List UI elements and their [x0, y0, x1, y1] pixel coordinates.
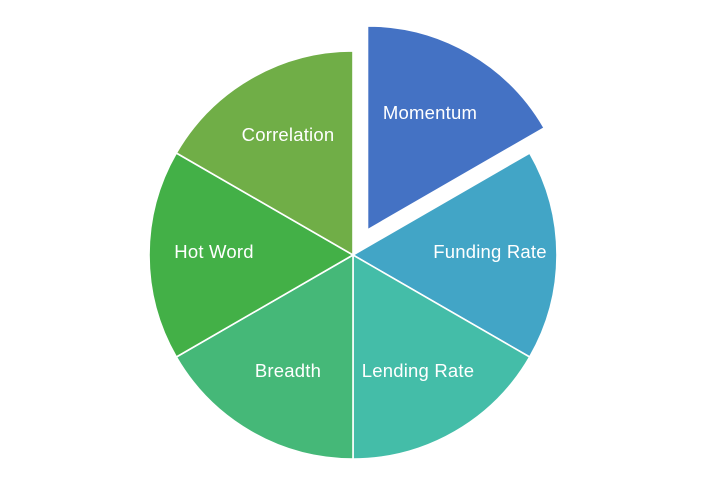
slice-funding-rate[interactable]: [352, 152, 558, 358]
slice-hot-word[interactable]: [148, 152, 354, 358]
slice-correlation-label: Correlation: [242, 124, 335, 145]
slice-hot-word-label: Hot Word: [174, 241, 253, 262]
slice-correlation[interactable]: [175, 50, 354, 256]
slice-breadth-label: Breadth: [255, 360, 321, 381]
slice-breadth[interactable]: [175, 254, 354, 460]
slice-momentum-label: Momentum: [383, 102, 477, 123]
slice-momentum[interactable]: [366, 25, 545, 231]
slice-lending-rate-label: Lending Rate: [362, 360, 474, 381]
pie-slices-group: [148, 25, 558, 460]
slice-lending-rate[interactable]: [352, 254, 531, 460]
slice-funding-rate-label: Funding Rate: [433, 241, 546, 262]
